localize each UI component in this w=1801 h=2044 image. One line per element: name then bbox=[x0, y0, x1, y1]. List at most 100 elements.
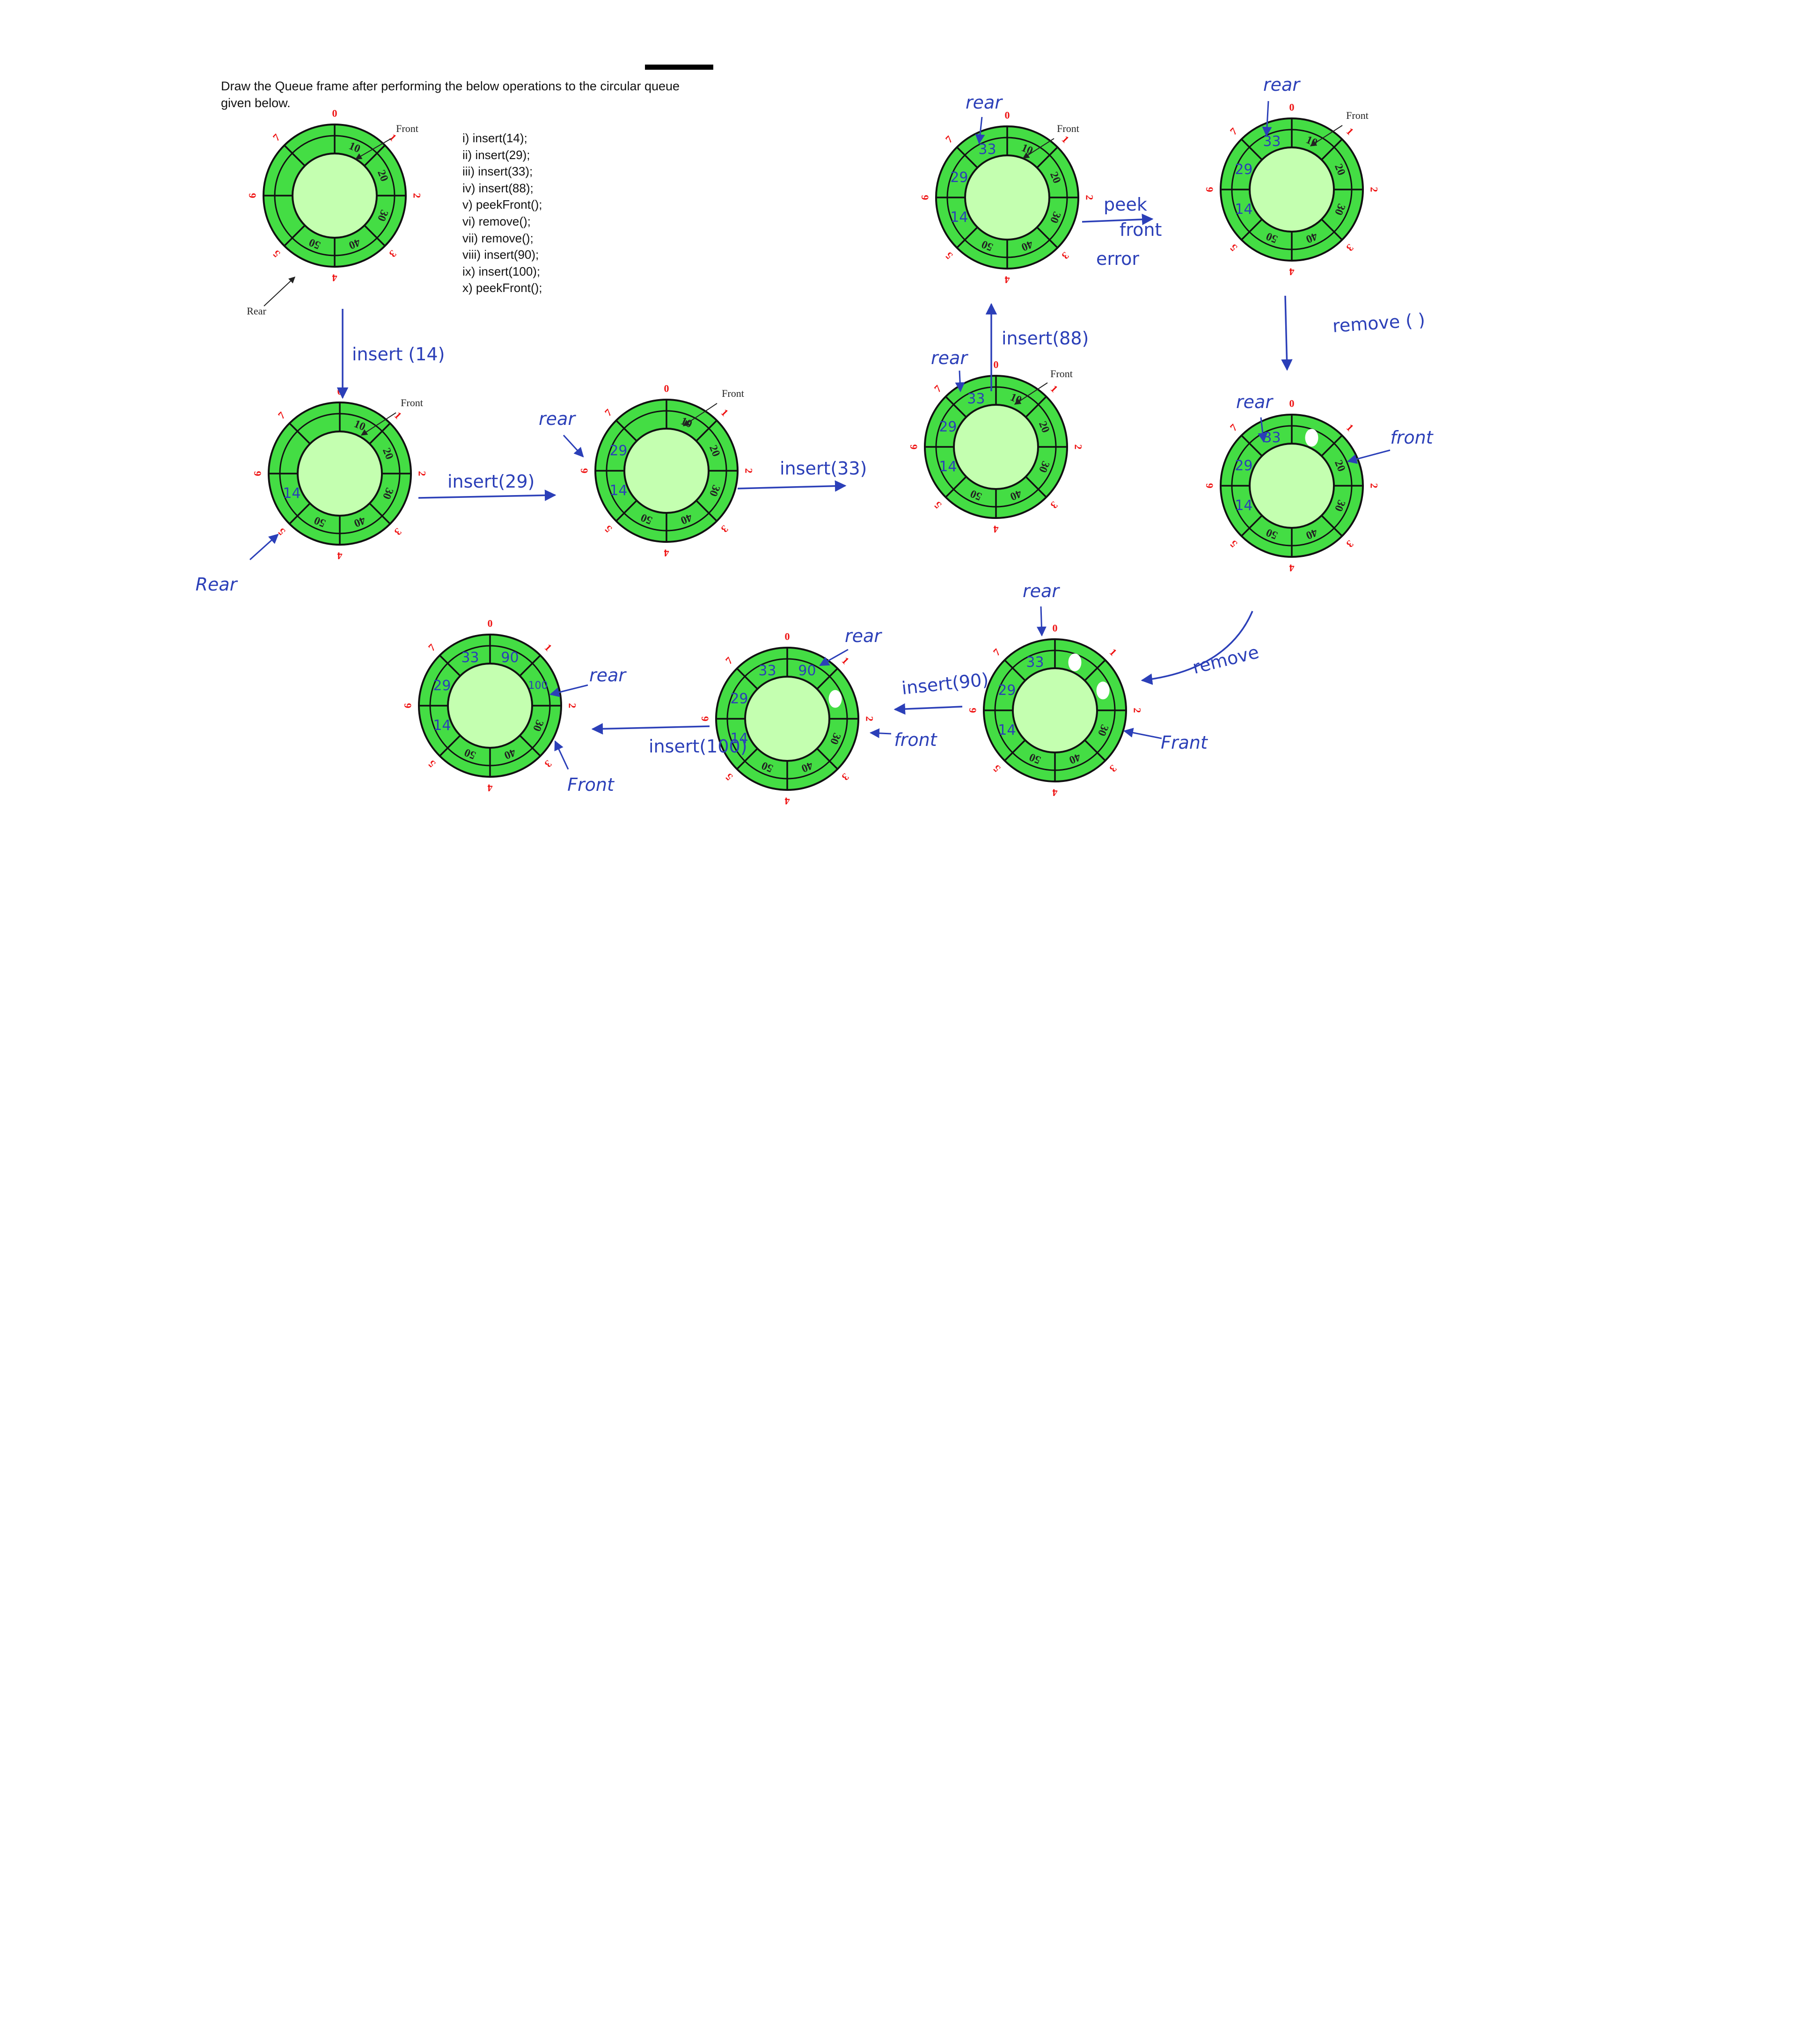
front-pointer-arrow bbox=[554, 740, 569, 770]
operation-annotation: insert (14) bbox=[352, 344, 445, 365]
operation-item: ix) insert(100); bbox=[462, 264, 541, 278]
operation-annotation: insert(33) bbox=[780, 458, 867, 479]
slot-index: 3 bbox=[1107, 763, 1119, 774]
slot-index: 5 bbox=[602, 523, 614, 535]
slot-divider bbox=[1004, 659, 1026, 681]
question-line-2: given below. bbox=[221, 96, 291, 110]
slot-index: 2 bbox=[1132, 708, 1143, 713]
slot-index: 3 bbox=[1048, 499, 1060, 511]
slot-index: 0 bbox=[488, 618, 493, 629]
slot-value: 33 bbox=[967, 391, 985, 407]
slot-index: 0 bbox=[1289, 398, 1295, 409]
slot-divider bbox=[615, 420, 637, 442]
slot-index: 6 bbox=[1204, 187, 1215, 192]
slot-index: 1 bbox=[840, 655, 851, 666]
front-pointer-label: Front bbox=[1050, 368, 1073, 380]
slot-index: 5 bbox=[932, 499, 944, 511]
slot-index: 4 bbox=[332, 272, 337, 284]
front-pointer-label: Front bbox=[1346, 110, 1369, 121]
slot-value: 33 bbox=[461, 650, 479, 666]
front-pointer-label: front bbox=[894, 730, 937, 750]
front-pointer-label: Front bbox=[567, 774, 615, 795]
slot-index: 2 bbox=[411, 193, 423, 198]
slot-index: 1 bbox=[392, 409, 404, 421]
slot-index: 0 bbox=[332, 108, 337, 119]
slot-value: 14 bbox=[433, 717, 451, 734]
slot-index: 2 bbox=[567, 703, 578, 708]
slot-index: 4 bbox=[1289, 562, 1295, 574]
erased-slot-mark bbox=[1096, 681, 1110, 700]
slot-divider bbox=[956, 226, 978, 248]
slot-divider bbox=[1084, 739, 1106, 761]
operation-item: vi) remove(); bbox=[462, 214, 531, 228]
slot-index: 4 bbox=[1053, 787, 1058, 799]
front-pointer-arrow bbox=[355, 138, 392, 160]
front-pointer-label: Front bbox=[396, 123, 418, 134]
slot-divider bbox=[1241, 435, 1263, 457]
rear-pointer-arrow bbox=[549, 684, 588, 697]
slot-divider bbox=[1321, 219, 1343, 241]
rear-pointer-arrow bbox=[563, 434, 584, 458]
operation-item: i) insert(14); bbox=[462, 131, 527, 145]
slot-index: 0 bbox=[337, 386, 343, 397]
operation-item: iv) insert(88); bbox=[462, 181, 534, 195]
rear-pointer-arrow bbox=[249, 533, 279, 561]
transition-arrow bbox=[1082, 213, 1154, 226]
slot-index: 1 bbox=[1344, 422, 1356, 433]
queue-hub bbox=[964, 154, 1050, 241]
slot-index: 4 bbox=[994, 524, 999, 535]
queue-hub bbox=[447, 663, 533, 749]
slot-divider bbox=[696, 420, 717, 442]
queue-hub bbox=[744, 676, 830, 762]
slot-index: 3 bbox=[1060, 250, 1071, 262]
slot-index: 0 bbox=[1053, 622, 1058, 634]
slot-divider bbox=[696, 500, 717, 522]
transition-arrow bbox=[591, 723, 710, 735]
slot-index: 7 bbox=[271, 131, 282, 143]
transition-arrow bbox=[893, 703, 963, 715]
rear-pointer-arrow bbox=[1258, 417, 1268, 443]
slot-index: 7 bbox=[723, 655, 735, 666]
rear-pointer-label: rear bbox=[539, 409, 576, 429]
transition-arrow bbox=[1281, 295, 1293, 371]
slot-divider bbox=[289, 503, 311, 525]
slot-divider bbox=[1241, 139, 1263, 161]
slot-index: 1 bbox=[719, 407, 731, 418]
slot-index: 5 bbox=[271, 248, 282, 260]
slot-value: 90 bbox=[798, 663, 816, 679]
slot-divider bbox=[1321, 139, 1343, 161]
slot-value: 29 bbox=[1235, 161, 1252, 178]
slot-divider bbox=[439, 735, 461, 757]
slot-divider bbox=[736, 748, 758, 770]
queue-hub bbox=[623, 428, 710, 514]
slot-index: 0 bbox=[1005, 110, 1010, 121]
slot-index: 1 bbox=[1048, 383, 1060, 394]
slot-index: 4 bbox=[785, 796, 790, 807]
slot-index: 7 bbox=[1228, 422, 1239, 433]
front-pointer-arrow bbox=[1022, 138, 1054, 159]
slot-value: 33 bbox=[1263, 133, 1281, 150]
slot-divider bbox=[439, 655, 461, 677]
slot-index: 6 bbox=[699, 716, 711, 722]
slot-index: 0 bbox=[664, 383, 669, 394]
slot-divider bbox=[1036, 146, 1058, 168]
slot-divider bbox=[519, 655, 541, 677]
slot-divider bbox=[736, 668, 758, 690]
slot-divider bbox=[284, 225, 306, 247]
rear-pointer-label: Rear bbox=[196, 574, 238, 595]
transition-arrow bbox=[1141, 611, 1253, 685]
front-pointer-label: Front bbox=[1057, 123, 1079, 134]
operation-item: vii) remove(); bbox=[462, 231, 534, 245]
slot-divider bbox=[369, 423, 391, 445]
slot-index: 6 bbox=[1204, 483, 1215, 489]
slot-value: 100 bbox=[528, 680, 548, 692]
question-line-1: Draw the Queue frame after performing th… bbox=[221, 79, 680, 93]
slot-value: 14 bbox=[950, 209, 968, 226]
slot-index: 1 bbox=[1060, 133, 1071, 145]
